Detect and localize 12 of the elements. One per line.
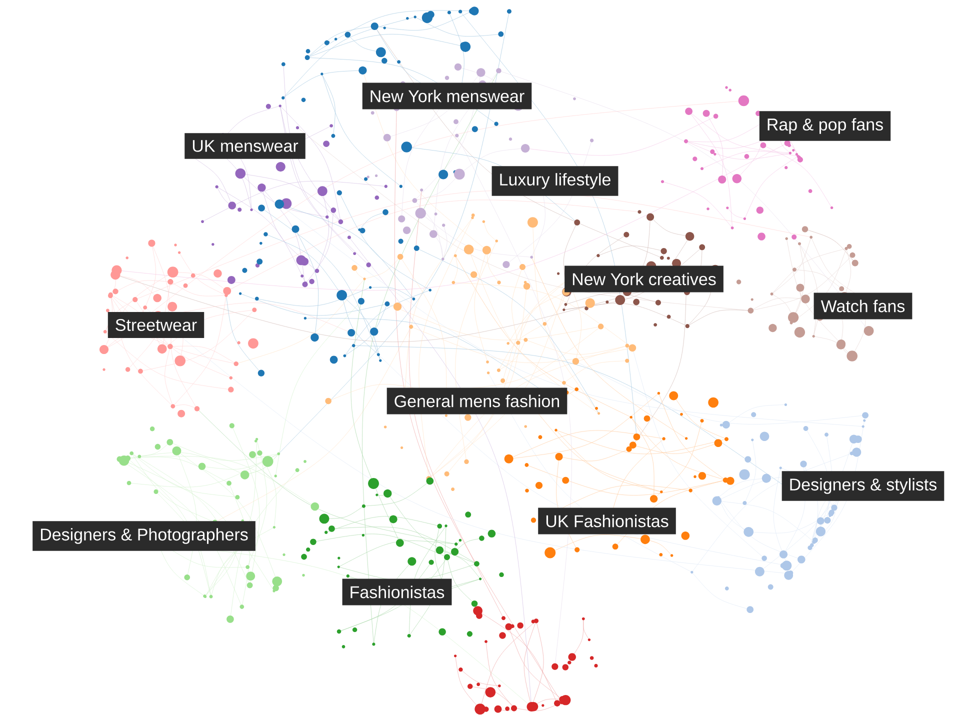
- cluster-label: Rap & pop fans: [759, 111, 891, 141]
- cluster-label: New York menswear: [362, 82, 532, 110]
- cluster-label: Streetwear: [108, 312, 204, 338]
- cluster-label: Watch fans: [814, 292, 912, 320]
- cluster-label: Luxury lifestyle: [492, 166, 618, 196]
- cluster-label: Fashionistas: [342, 578, 452, 606]
- cluster-label: UK Fashionistas: [538, 508, 676, 534]
- cluster-label: New York creatives: [564, 266, 724, 292]
- cluster-label: Designers & stylists: [782, 471, 944, 501]
- cluster-label: General mens fashion: [386, 388, 568, 414]
- cluster-label: UK menswear: [184, 133, 306, 159]
- cluster-label: Designers & Photographers: [32, 521, 256, 551]
